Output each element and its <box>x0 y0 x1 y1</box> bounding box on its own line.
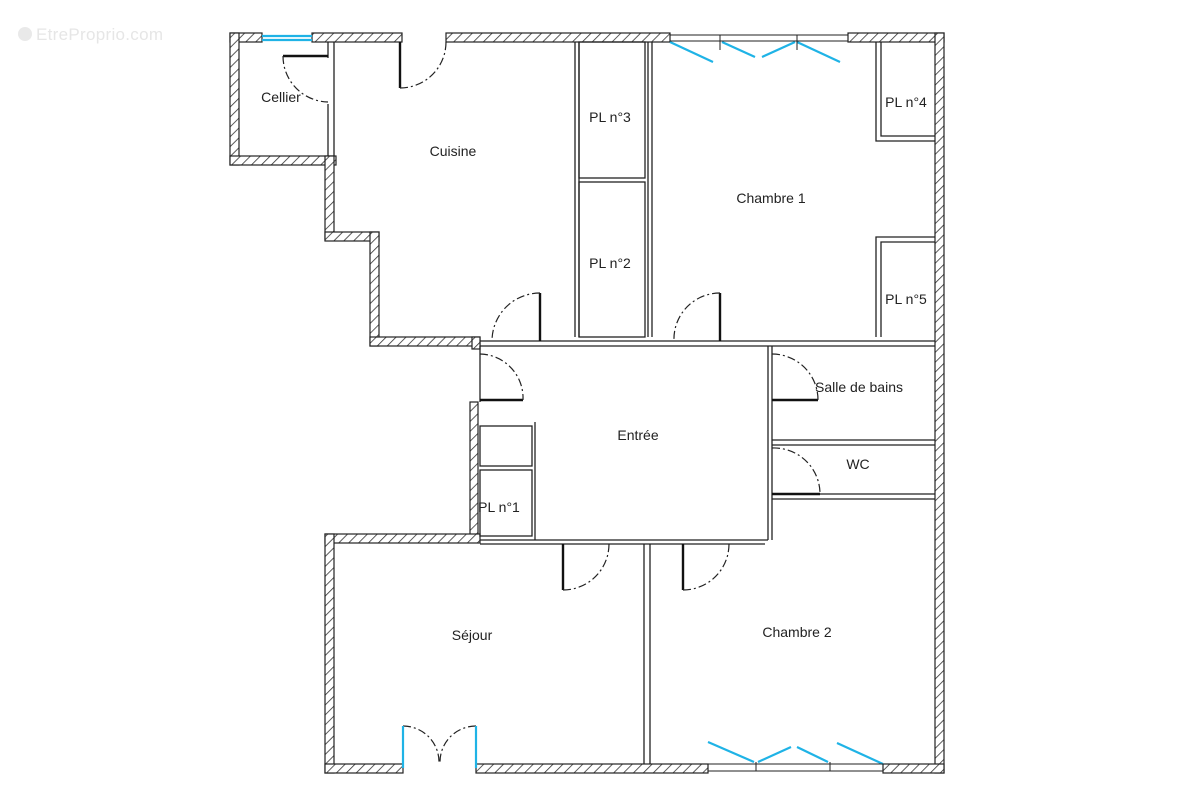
room-label-sejour: Séjour <box>451 627 493 643</box>
room-label-chambre1: Chambre 1 <box>736 190 806 206</box>
room-label-wc: WC <box>846 456 870 472</box>
window-frames <box>670 34 883 772</box>
room-label-cuisine: Cuisine <box>429 143 477 159</box>
room-label-pl5: PL n°5 <box>885 291 927 307</box>
exterior-walls <box>229 32 945 774</box>
room-label-pl1: PL n°1 <box>478 499 520 515</box>
watermark: EtreProprio.com <box>18 25 163 45</box>
room-label-pl2: PL n°2 <box>589 255 631 271</box>
room-label-pl3: PL n°3 <box>589 109 631 125</box>
windows <box>262 34 884 768</box>
watermark-text: EtreProprio.com <box>36 25 164 44</box>
room-label-salle-de-bains: Salle de bains <box>815 379 903 395</box>
room-label-cellier: Cellier <box>261 89 301 105</box>
door-swings <box>282 41 821 763</box>
interior-walls <box>327 41 935 764</box>
logo-icon <box>18 27 32 41</box>
room-label-chambre2: Chambre 2 <box>762 624 832 640</box>
doors <box>283 42 820 590</box>
room-label-entree: Entrée <box>617 427 659 443</box>
room-label-pl4: PL n°4 <box>885 94 927 110</box>
